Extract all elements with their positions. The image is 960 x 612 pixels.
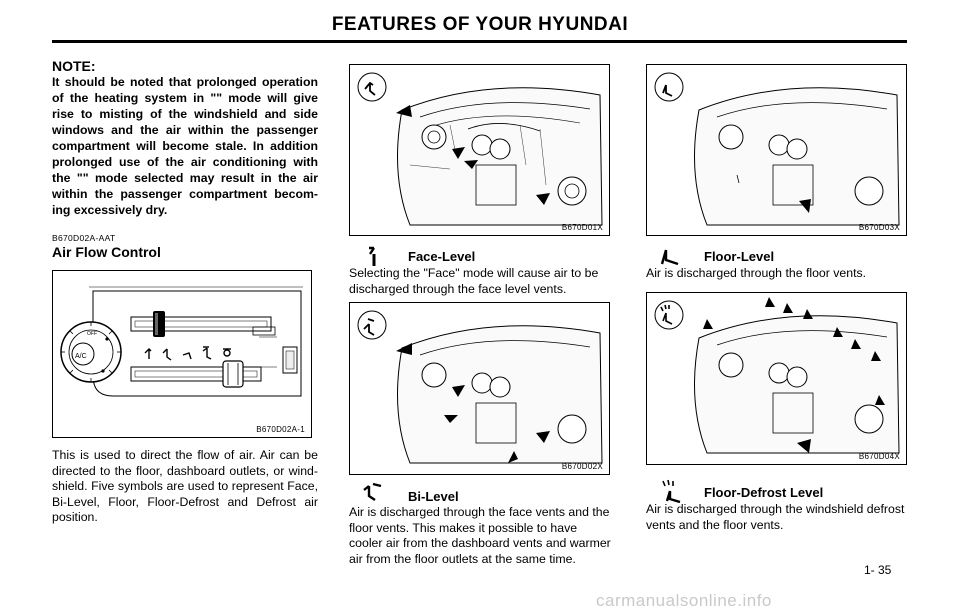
section-title: Air Flow Control [52,244,161,260]
section-body: This is used to direct the flow of air. … [52,448,318,524]
floor-defrost-dashboard [654,297,900,454]
face-mode-icon [369,246,376,266]
floor-defrost-title: Floor-Defrost Level [704,485,824,500]
face-level-dashboard [357,72,603,226]
off-label: OFF [87,331,97,337]
floor-defrost-figure: B670D04X [646,292,907,465]
floor-defrost-figure-label: B670D04X [858,452,900,461]
section-code: B670D02A-AAT [52,233,116,243]
floor-level-body: Air is discharged through the floor vent… [646,266,867,280]
floor-mode-icon [660,249,679,266]
control-panel-illustration: A/C OFF [60,286,303,397]
bi-level-figure-label: B670D02X [561,462,603,471]
note-body: It should be noted that prolonged operat… [52,75,318,217]
note-title: NOTE: [52,58,96,74]
face-level-title: Face-Level [408,249,476,264]
floor-defrost-mode-icon [662,479,681,503]
bi-level-figure: B670D02X [349,302,610,475]
header-rule [52,40,907,43]
face-level-figure-label: B670D01X [561,223,603,232]
floor-level-dashboard [654,72,900,226]
page-header: FEATURES OF YOUR HYUNDAI [331,14,629,35]
face-level-body: Selecting the "Face" mode will cause air… [349,266,599,296]
floor-level-figure: B670D03X [646,64,907,236]
ac-button-label: A/C [75,353,87,360]
bi-level-title: Bi-Level [408,489,459,504]
page-number: 1- 35 [864,563,892,577]
bi-level-dashboard [357,310,603,464]
bi-level-mode-icon [363,482,382,501]
floor-level-title: Floor-Level [704,249,775,264]
floor-level-figure-label: B670D03X [858,223,900,232]
watermark: carmanualsonline.info [596,591,772,610]
bi-level-body: Air is discharged through the face vents… [349,505,611,566]
face-level-figure: B670D01X [349,64,610,236]
control-panel-figure-label: B670D02A-1 [256,425,305,434]
floor-defrost-body: Air is discharged through the windshield… [646,502,905,532]
control-panel-figure: A/C OFF B670D02A-1 [52,270,312,438]
